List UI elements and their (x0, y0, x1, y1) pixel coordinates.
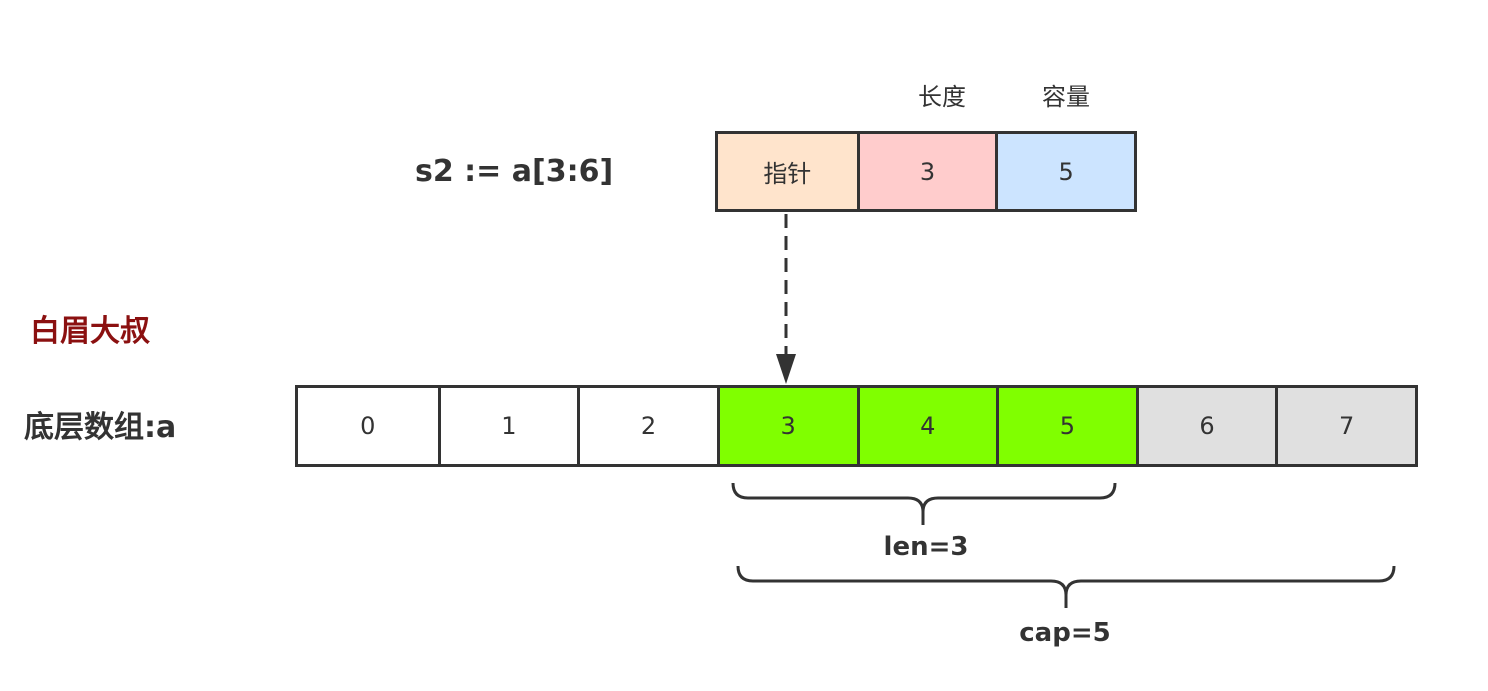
underlying-array-label: 底层数组:a (24, 410, 177, 445)
array-cell-6: 6 (1135, 388, 1276, 464)
pointer-arrow-head (776, 354, 796, 384)
slice-expression: s2 := a[3:6] (415, 154, 614, 189)
array-cell-4: 4 (856, 388, 997, 464)
array-cell-7: 7 (1275, 388, 1415, 464)
array-cell-1: 1 (437, 388, 578, 464)
len-label: len=3 (883, 532, 969, 562)
array-cell-3: 3 (716, 388, 857, 464)
cap-label: cap=5 (1019, 618, 1111, 648)
slice-pointer-cell: 指针 (718, 134, 857, 209)
slice-length-cell: 3 (856, 134, 996, 209)
cap-brace (736, 565, 1396, 608)
array-cell-5: 5 (996, 388, 1136, 464)
capacity-header-label: 容量 (1042, 83, 1090, 111)
array-cell-2: 2 (577, 388, 717, 464)
len-brace (731, 482, 1117, 525)
author-watermark: 白眉大叔 (30, 314, 150, 349)
slice-header-struct: 指针 3 5 (715, 131, 1137, 212)
array-cell-0: 0 (298, 388, 438, 464)
length-header-label: 长度 (918, 83, 966, 111)
slice-capacity-cell: 5 (995, 134, 1134, 209)
